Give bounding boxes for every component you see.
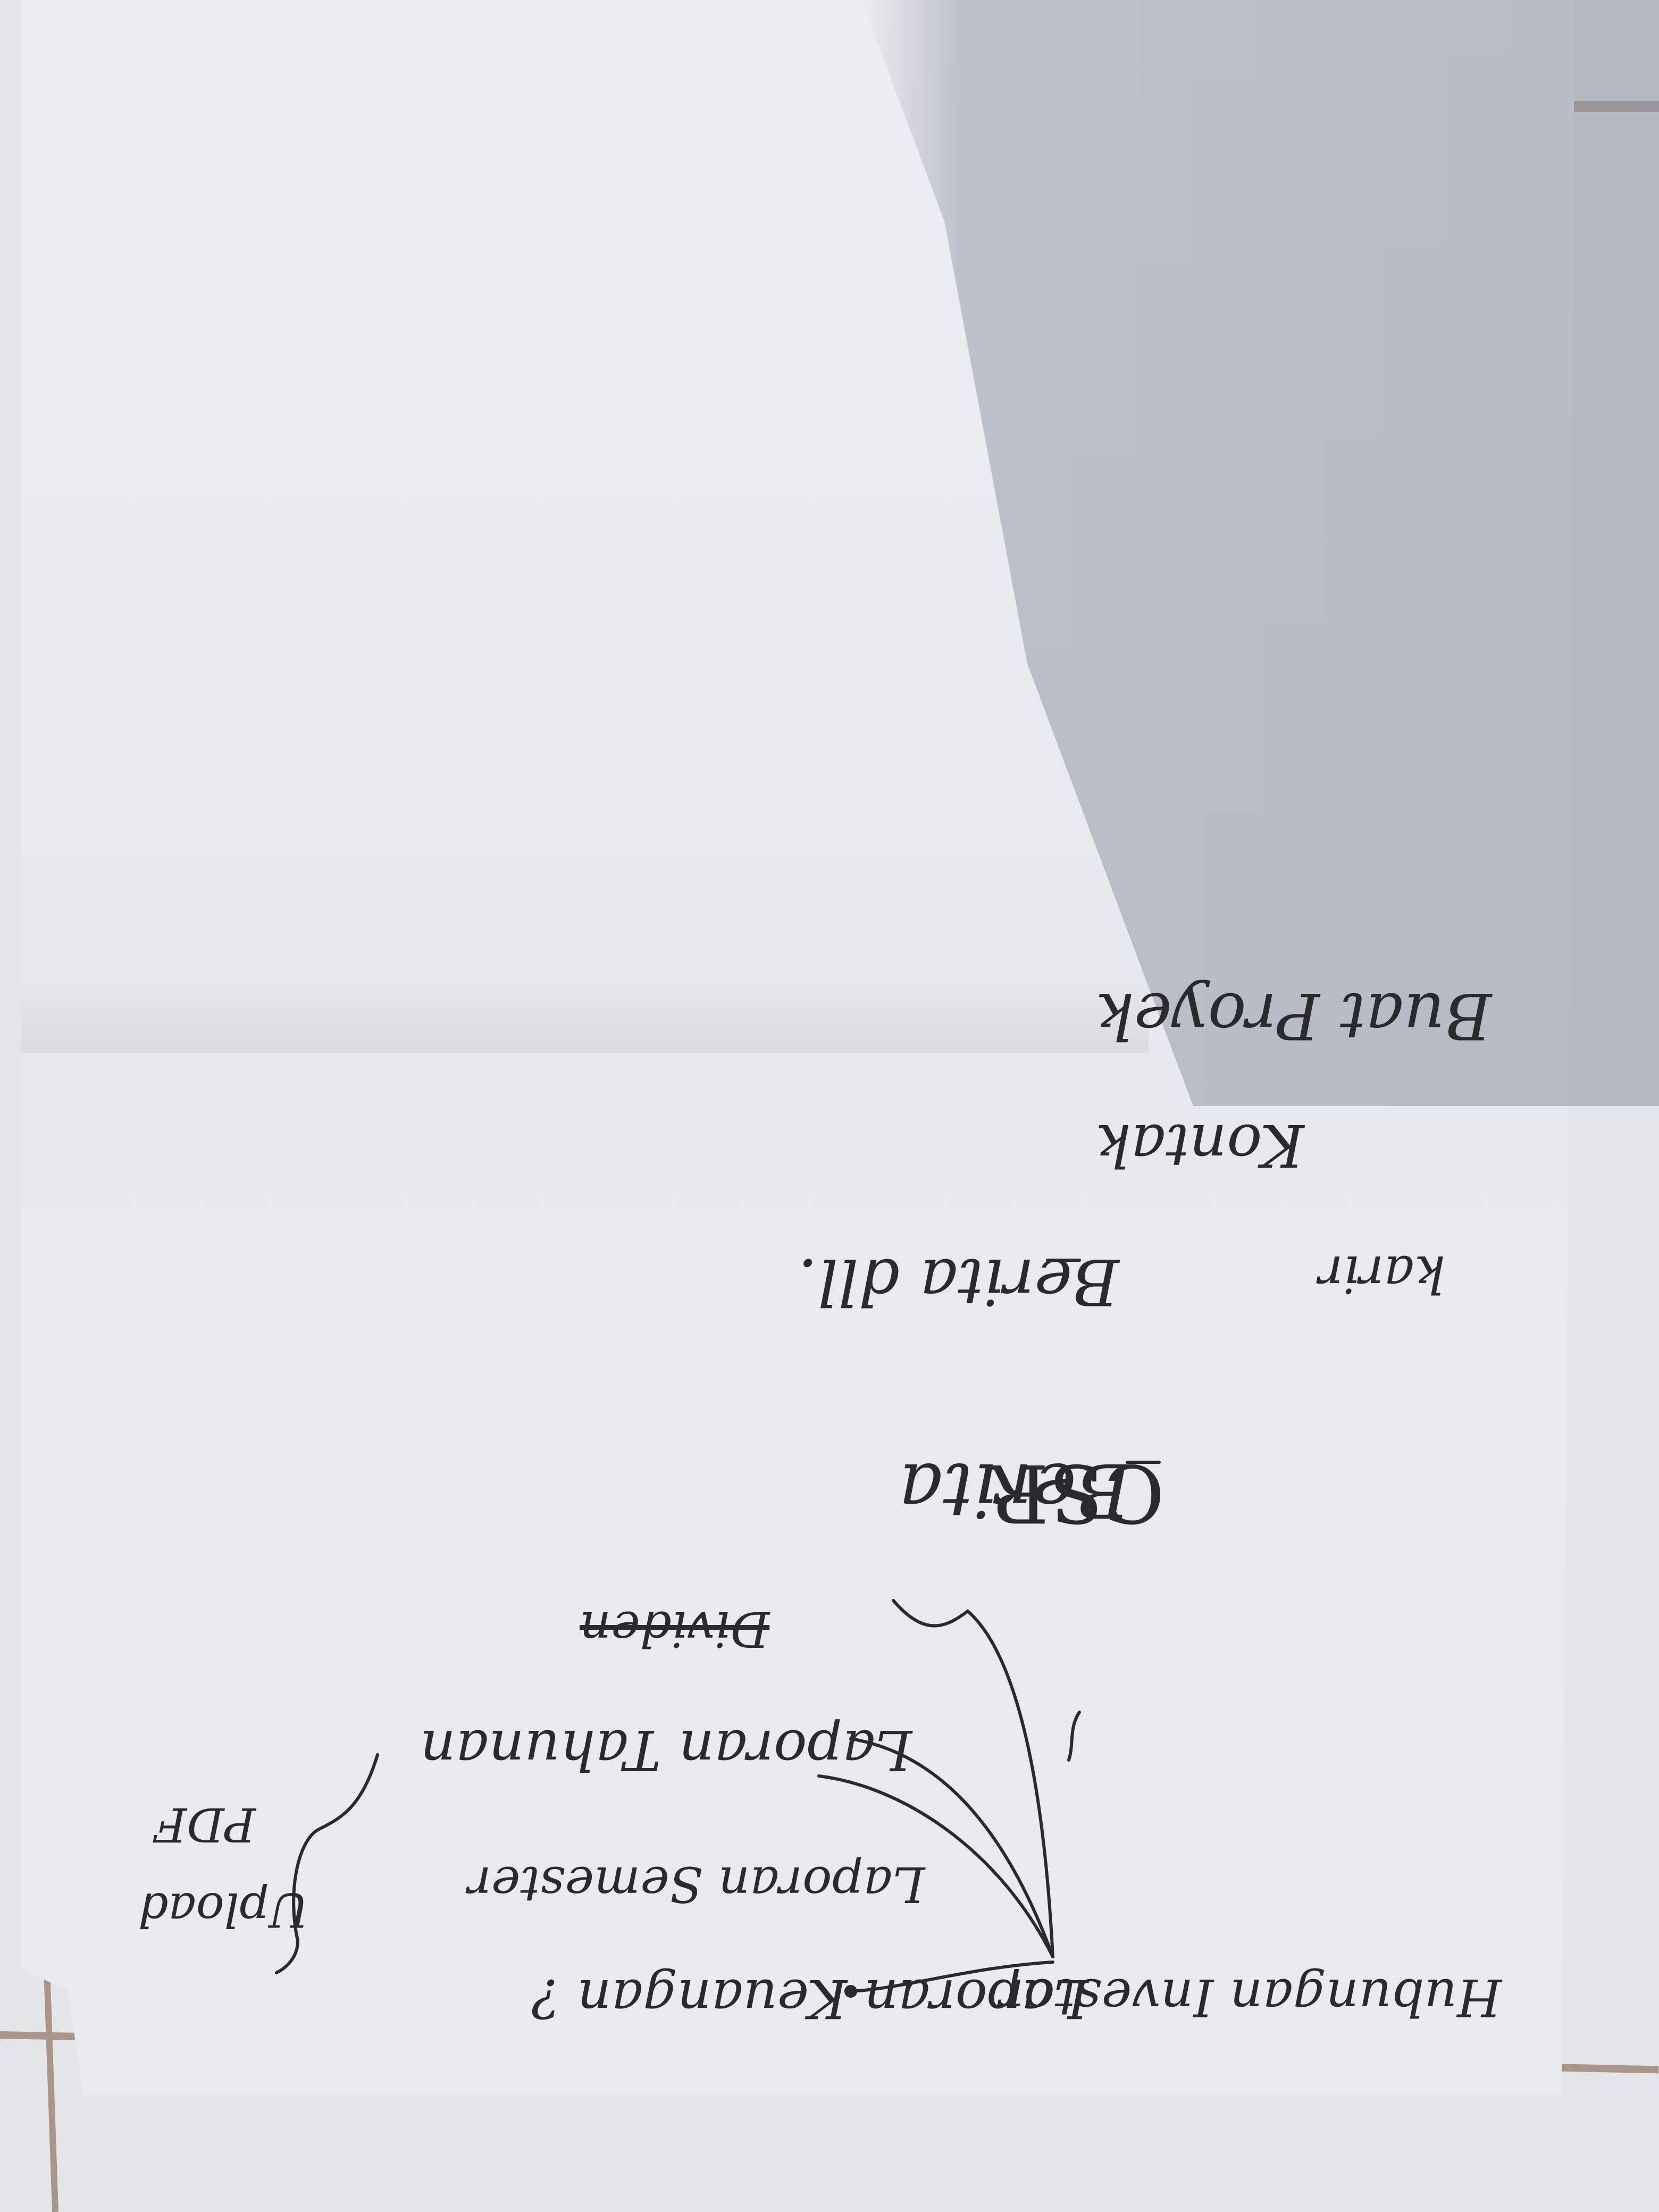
branch-curve-semester bbox=[817, 1774, 1054, 1958]
paper-fold bbox=[21, 968, 1149, 1053]
arrow-line-main bbox=[849, 1960, 1054, 1993]
arrow-dot-main bbox=[844, 1985, 857, 1998]
tick-mark bbox=[1067, 1711, 1081, 1762]
branch-curve-tahunan bbox=[849, 1737, 1054, 1958]
bracket-curve bbox=[275, 1753, 379, 1974]
branch-curve-dividen bbox=[892, 1599, 1054, 1958]
